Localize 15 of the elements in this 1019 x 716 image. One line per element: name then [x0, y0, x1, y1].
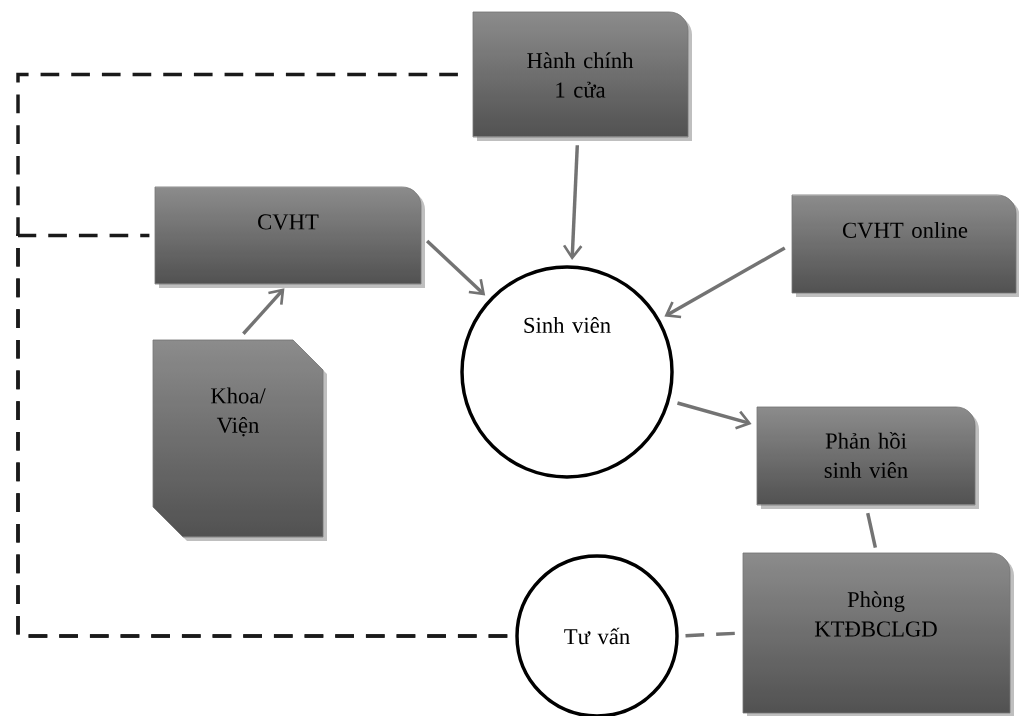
dashed-connector: [16, 72, 508, 638]
process-box: Phòng KTĐBCLGD: [742, 552, 1014, 716]
arrow: [664, 246, 786, 319]
arrow: [242, 288, 285, 335]
arrow: [677, 401, 752, 430]
process-box: CVHT: [154, 186, 425, 288]
document-box: Khoa/ Viện: [152, 339, 327, 541]
arrow: [425, 239, 486, 296]
process-box: CVHT online: [791, 194, 1019, 297]
process-box: Hành chính 1 cửa: [472, 11, 692, 141]
arrow: [562, 145, 583, 261]
connector-line: [866, 512, 878, 548]
process-box: Phản hồi sinh viên: [756, 406, 979, 509]
circle-node: Sinh viên: [460, 265, 674, 479]
dashed-connector: [684, 631, 735, 638]
